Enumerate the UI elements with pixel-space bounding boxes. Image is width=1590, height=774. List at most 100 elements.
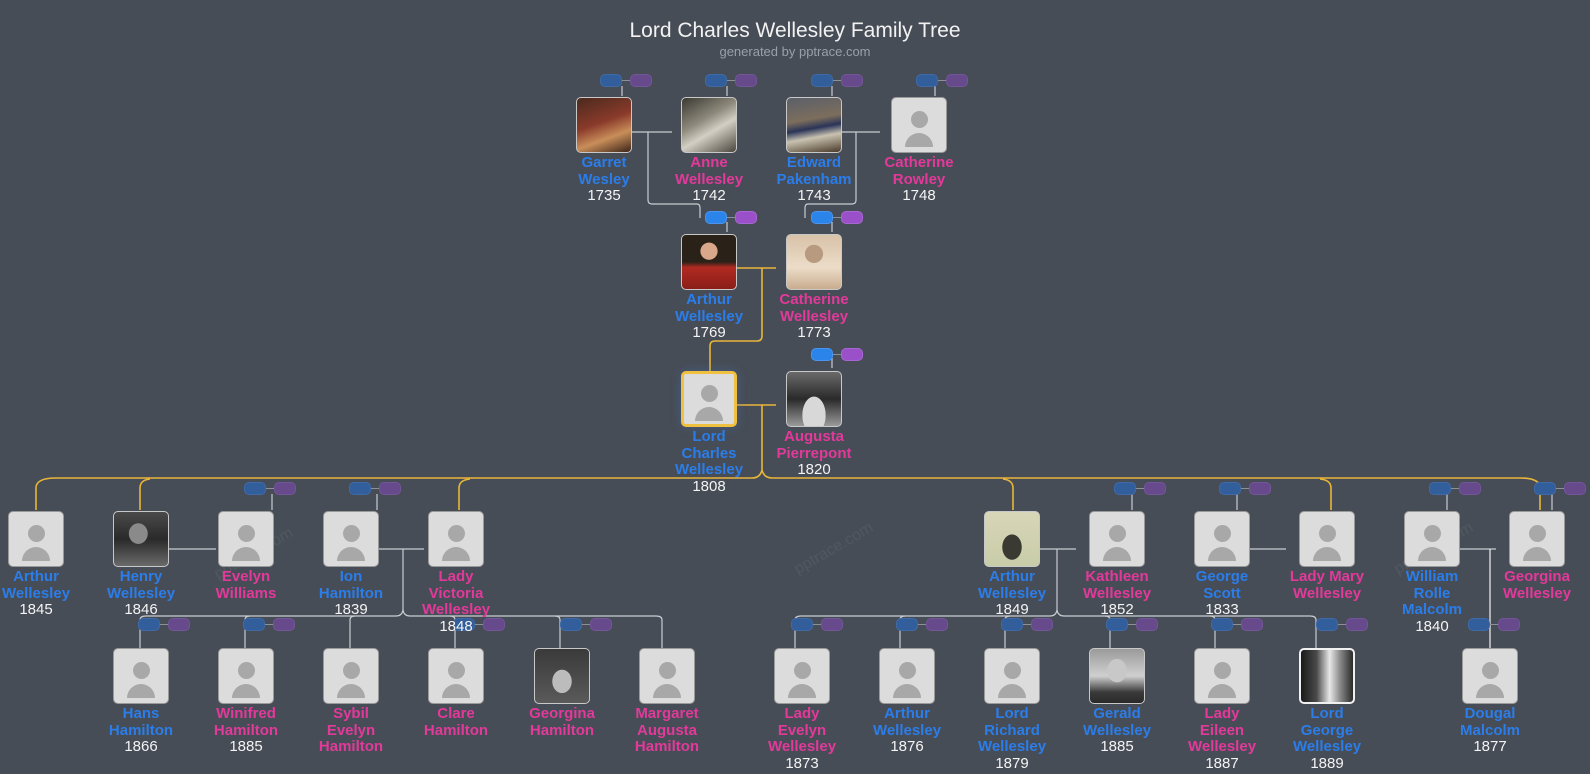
parent-toggle[interactable]: [560, 618, 620, 632]
mother-toggle[interactable]: [630, 74, 652, 87]
parent-toggle[interactable]: [600, 74, 660, 88]
father-toggle[interactable]: [705, 211, 727, 224]
father-toggle[interactable]: [896, 618, 918, 631]
father-toggle[interactable]: [244, 482, 266, 495]
mother-toggle[interactable]: [1459, 482, 1481, 495]
mother-toggle[interactable]: [735, 211, 757, 224]
father-toggle[interactable]: [600, 74, 622, 87]
parent-toggle[interactable]: [1211, 618, 1271, 632]
mother-toggle[interactable]: [168, 618, 190, 631]
father-toggle[interactable]: [138, 618, 160, 631]
parent-toggle[interactable]: [896, 618, 956, 632]
father-toggle[interactable]: [1316, 618, 1338, 631]
parent-toggle[interactable]: [811, 348, 871, 362]
mother-toggle[interactable]: [1498, 618, 1520, 631]
father-toggle[interactable]: [916, 74, 938, 87]
parent-toggle[interactable]: [811, 211, 871, 225]
father-toggle[interactable]: [811, 74, 833, 87]
parent-toggle[interactable]: [916, 74, 976, 88]
father-toggle[interactable]: [1429, 482, 1451, 495]
parent-toggle[interactable]: [349, 482, 409, 496]
mother-toggle[interactable]: [1564, 482, 1586, 495]
father-toggle[interactable]: [1211, 618, 1233, 631]
mother-toggle[interactable]: [946, 74, 968, 87]
mother-toggle[interactable]: [1346, 618, 1368, 631]
parent-toggle[interactable]: [1429, 482, 1489, 496]
mother-toggle[interactable]: [926, 618, 948, 631]
father-toggle[interactable]: [811, 211, 833, 224]
mother-toggle[interactable]: [1249, 482, 1271, 495]
mother-toggle[interactable]: [1031, 618, 1053, 631]
father-toggle[interactable]: [705, 74, 727, 87]
parent-toggle[interactable]: [811, 74, 871, 88]
father-toggle[interactable]: [1534, 482, 1556, 495]
parent-toggle[interactable]: [1106, 618, 1166, 632]
parent-toggle[interactable]: [705, 211, 765, 225]
mother-toggle[interactable]: [821, 618, 843, 631]
father-toggle[interactable]: [1106, 618, 1128, 631]
mother-toggle[interactable]: [273, 618, 295, 631]
mother-toggle[interactable]: [483, 618, 505, 631]
parent-toggle[interactable]: [243, 618, 303, 632]
parent-toggle[interactable]: [1534, 482, 1590, 496]
mother-toggle[interactable]: [274, 482, 296, 495]
father-toggle[interactable]: [1219, 482, 1241, 495]
mother-toggle[interactable]: [590, 618, 612, 631]
father-toggle[interactable]: [1001, 618, 1023, 631]
parent-toggle[interactable]: [1219, 482, 1279, 496]
mother-toggle[interactable]: [841, 348, 863, 361]
father-toggle[interactable]: [1468, 618, 1490, 631]
mother-toggle[interactable]: [841, 211, 863, 224]
father-toggle[interactable]: [453, 618, 475, 631]
parent-toggle[interactable]: [791, 618, 851, 632]
parent-toggle[interactable]: [1114, 482, 1174, 496]
parent-toggle[interactable]: [138, 618, 198, 632]
mother-toggle[interactable]: [1144, 482, 1166, 495]
parent-toggle[interactable]: [1468, 618, 1528, 632]
parent-toggle[interactable]: [1001, 618, 1061, 632]
parent-toggle[interactable]: [1316, 618, 1376, 632]
mother-toggle[interactable]: [1241, 618, 1263, 631]
father-toggle[interactable]: [349, 482, 371, 495]
father-toggle[interactable]: [791, 618, 813, 631]
parent-toggle[interactable]: [705, 74, 765, 88]
mother-toggle[interactable]: [379, 482, 401, 495]
father-toggle[interactable]: [243, 618, 265, 631]
mother-toggle[interactable]: [1136, 618, 1158, 631]
mother-toggle[interactable]: [735, 74, 757, 87]
father-toggle[interactable]: [560, 618, 582, 631]
mother-toggle[interactable]: [841, 74, 863, 87]
parent-toggle[interactable]: [244, 482, 304, 496]
parent-toggle[interactable]: [453, 618, 513, 632]
